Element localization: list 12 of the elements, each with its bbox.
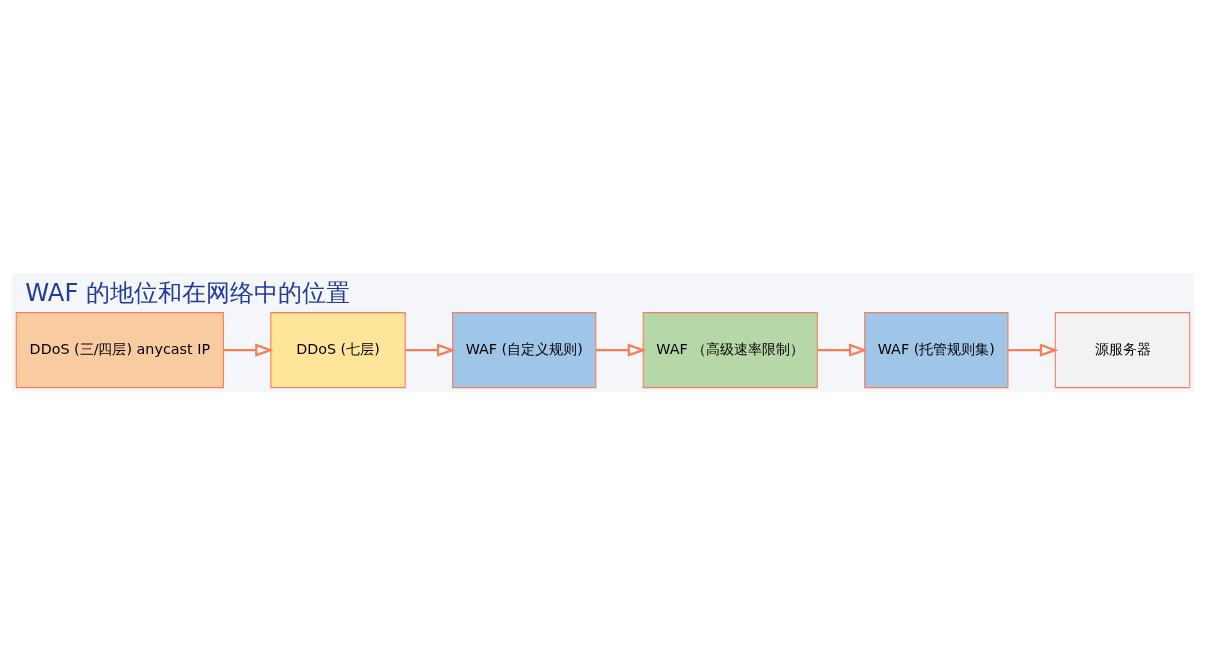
node-box: WAF (自定义规则) bbox=[452, 312, 597, 389]
node-box: DDoS (三/四层) anycast IP bbox=[15, 312, 224, 389]
arrow bbox=[223, 343, 274, 357]
node-box: WAF (托管规则集) bbox=[864, 312, 1009, 389]
arrow bbox=[596, 343, 647, 357]
node-box: DDoS (七层) bbox=[270, 312, 406, 389]
arrow bbox=[1008, 343, 1059, 357]
node-box: 源服务器 bbox=[1054, 312, 1191, 389]
node-box: WAF （高级速率限制） bbox=[642, 312, 818, 389]
arrow bbox=[405, 343, 456, 357]
arrow bbox=[817, 343, 868, 357]
diagram-title: WAF 的地位和在网络中的位置 bbox=[25, 278, 351, 308]
